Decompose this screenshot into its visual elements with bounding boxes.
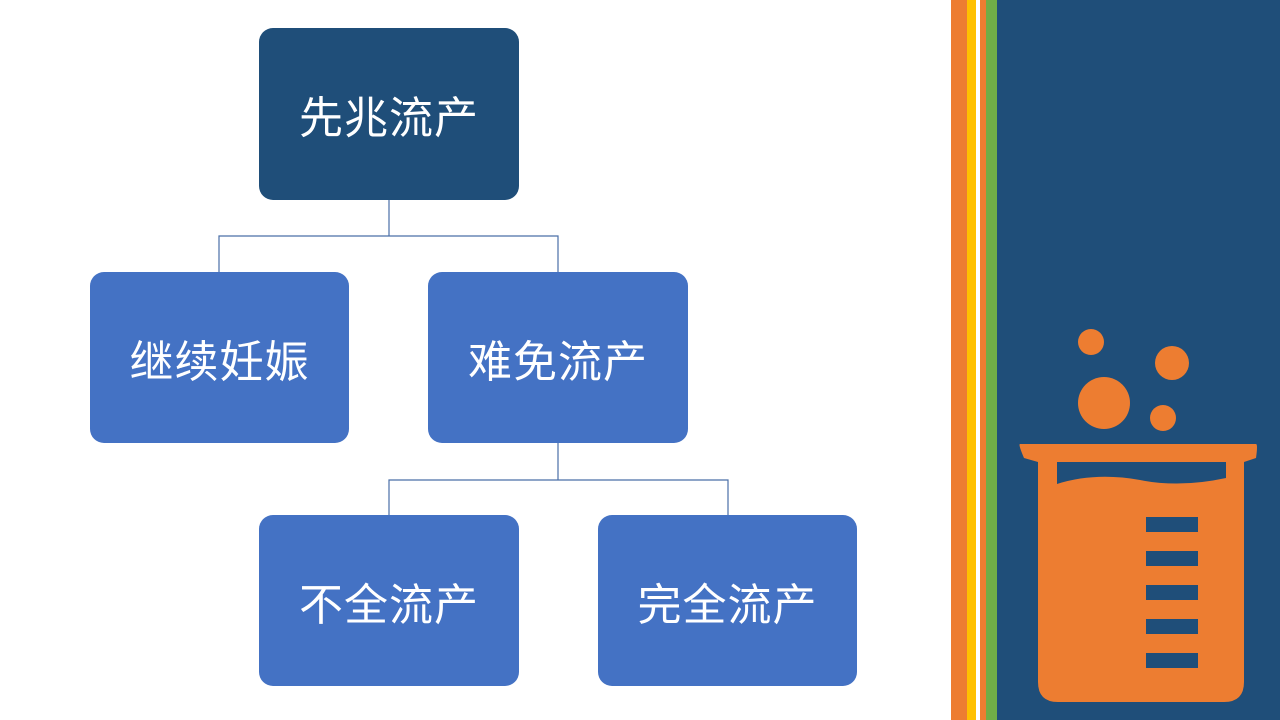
stripe-yellow xyxy=(967,0,976,720)
connector-lines xyxy=(218,200,729,515)
measure-mark xyxy=(1146,551,1198,566)
bubble-icon xyxy=(1078,377,1130,429)
node-root-label: 先兆流产 xyxy=(299,93,479,144)
bubble-icon xyxy=(1078,329,1104,355)
beaker-icon xyxy=(1019,329,1257,702)
node-continue-pregnancy-label: 继续妊娠 xyxy=(129,336,310,388)
stripe-orange xyxy=(951,0,967,720)
node-complete-abortion: 完全流产 xyxy=(598,515,857,686)
node-incomplete-abortion-label: 不全流产 xyxy=(299,579,479,631)
connector-level1-to-level2 xyxy=(388,443,729,515)
node-root: 先兆流产 xyxy=(259,28,519,200)
measure-mark xyxy=(1146,619,1198,634)
bubble-icon xyxy=(1150,405,1176,431)
bubble-icon xyxy=(1155,346,1189,380)
connector-root-to-level1 xyxy=(218,200,559,272)
node-inevitable-abortion-label: 难免流产 xyxy=(468,336,648,388)
stripe-green xyxy=(986,0,997,720)
stripe-orange-thin xyxy=(980,0,986,720)
node-inevitable-abortion: 难免流产 xyxy=(428,272,688,443)
beaker-inner xyxy=(1057,462,1226,484)
node-continue-pregnancy: 继续妊娠 xyxy=(90,272,349,443)
node-incomplete-abortion: 不全流产 xyxy=(259,515,519,686)
beaker-body xyxy=(1019,444,1257,702)
stripe-white-gap xyxy=(976,0,980,720)
measure-mark xyxy=(1146,517,1198,532)
node-complete-abortion-label: 完全流产 xyxy=(637,579,818,631)
measure-mark xyxy=(1146,585,1198,600)
measure-mark xyxy=(1146,653,1198,668)
